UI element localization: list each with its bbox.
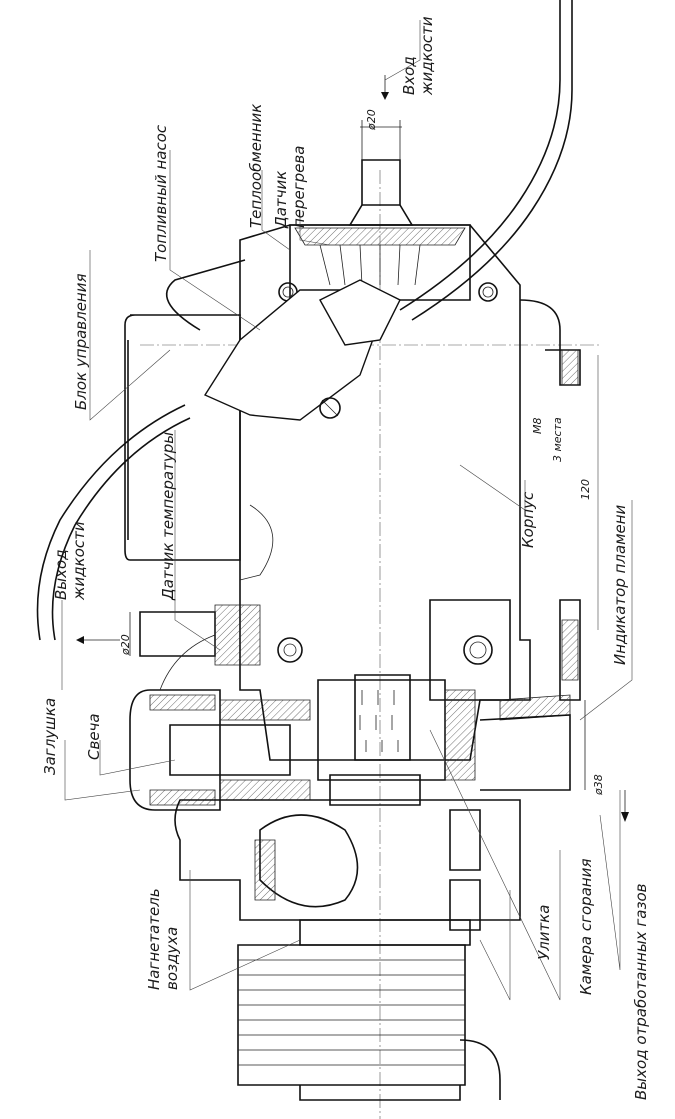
- glow-plug-assembly: [129, 634, 311, 811]
- label-exhaust-outlet: Выход отработанных газов: [632, 883, 650, 1100]
- air-blower: [237, 919, 501, 1101]
- fuel-line-lower-inner: [51, 417, 191, 641]
- label-liquid-outlet-line2: жидкости: [70, 521, 88, 600]
- exhaust-outlet: [479, 694, 629, 822]
- label-flame-indicator: Индикатор пламени: [611, 504, 629, 665]
- dim-mount-spacing: 120: [579, 479, 592, 500]
- combustion-chamber: [317, 674, 476, 806]
- leader-lines: [61, 20, 633, 1001]
- fuel-line-upper: [399, 0, 561, 311]
- label-overheat-sensor: Датчик перегрева: [272, 146, 308, 228]
- label-air-blower-line2: воздуха: [163, 926, 181, 990]
- label-overheat-sensor-line2: перегрева: [290, 145, 308, 228]
- label-liquid-outlet: Выход жидкости: [52, 521, 88, 600]
- label-heat-exchanger: Теплообменник: [247, 103, 265, 228]
- label-plug-cap: Заглушка: [41, 697, 59, 775]
- control-unit: [124, 259, 274, 581]
- dim-outlet-diameter: ø20: [119, 634, 132, 655]
- label-housing: Корпус: [519, 491, 537, 548]
- label-liquid-inlet: Вход жидкости: [400, 16, 436, 95]
- fuel-pump: [203, 279, 401, 421]
- label-combustion-chamber: Камера сгорания: [577, 858, 595, 995]
- label-liquid-outlet-line1: Выход: [52, 549, 70, 600]
- dim-inlet-diameter: ø20: [365, 109, 378, 130]
- label-fuel-pump: Топливный насос: [152, 124, 170, 262]
- liquid-outlet-pipe: [76, 604, 261, 666]
- fuel-line-upper-inner: [411, 0, 573, 321]
- dim-thread-count: 3 места: [551, 417, 564, 462]
- dim-thread: M8: [531, 417, 544, 435]
- label-air-blower-line1: Нагнетатель: [145, 888, 163, 990]
- label-temperature-sensor: Датчик температуры: [159, 431, 177, 600]
- liquid-inlet-pipe: [348, 75, 414, 226]
- label-control-unit: Блок управления: [72, 273, 90, 410]
- volute: [174, 799, 521, 931]
- label-glow-plug: Свеча: [85, 713, 103, 760]
- fuel-line-lower: [36, 404, 186, 641]
- dim-exhaust-diameter: ø38: [592, 774, 605, 795]
- label-overheat-sensor-line1: Датчик: [272, 170, 290, 228]
- label-liquid-inlet-line2: жидкости: [418, 16, 436, 95]
- label-volute: Улитка: [535, 904, 553, 960]
- label-liquid-inlet-line1: Вход: [400, 56, 418, 95]
- label-air-blower: Нагнетатель воздуха: [145, 888, 181, 990]
